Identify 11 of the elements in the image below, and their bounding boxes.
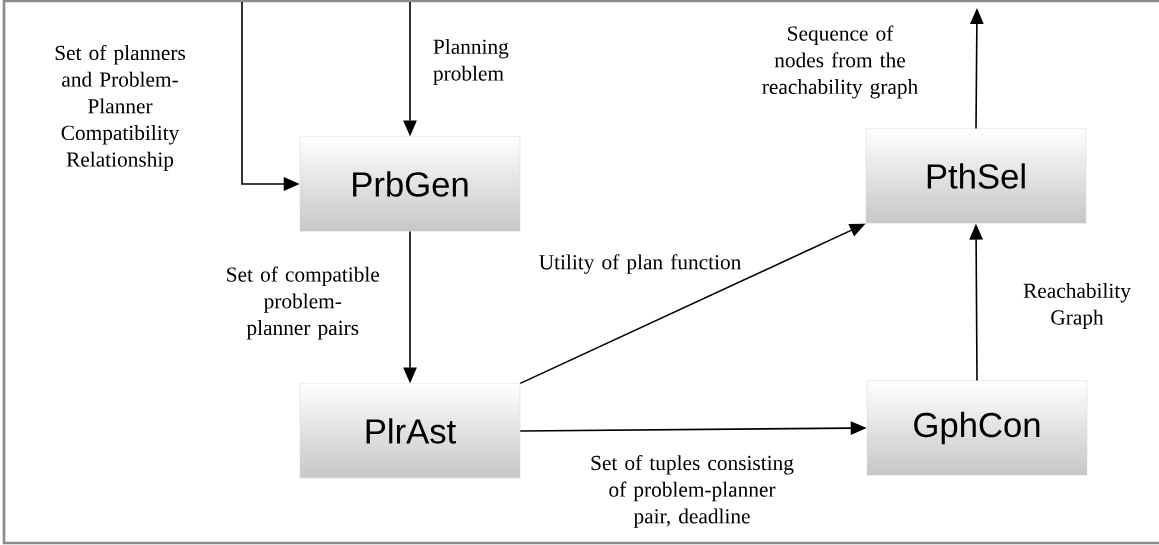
edge-label: Set of compatible problem-planner pairs bbox=[227, 266, 379, 340]
process-box: PthSel bbox=[865, 128, 1087, 224]
edge-label: Utility of plan function bbox=[539, 254, 741, 274]
process-box: PrbGen bbox=[299, 136, 521, 232]
edge-label: Planning problem bbox=[433, 39, 509, 85]
process-box: GphCon bbox=[866, 380, 1088, 476]
edge-label: Set of planners and Problem-Planner Compatibility Relationship bbox=[55, 44, 185, 172]
process-box: PlrAst bbox=[299, 383, 521, 479]
edge-label: Sequence of nodes from the reachability graph bbox=[762, 25, 918, 99]
edge-label: Reachability Graph bbox=[1023, 283, 1131, 329]
edge-label: Set of tuples consisting of problem-planner pair, deadline bbox=[591, 454, 794, 528]
